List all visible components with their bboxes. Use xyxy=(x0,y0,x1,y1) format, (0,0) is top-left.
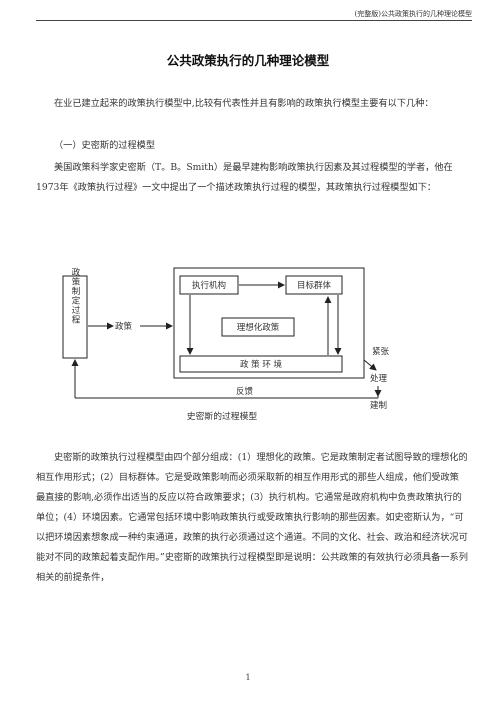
idealized-policy-label: 理想化政策 xyxy=(237,322,280,333)
arrow-system-to-tension xyxy=(363,359,377,371)
policy-label: 政策 xyxy=(115,321,133,332)
smith-process-diagram: 政策制定过程 政策 执行机构 目标群体 理想化政策 政 策 环 境 紧张 处理 … xyxy=(62,267,390,422)
tension-label: 紧张 xyxy=(372,347,390,357)
establish-label: 建制 xyxy=(370,400,387,411)
intro-paragraph: 在业已建立起来的政策执行模型中,比较有代表性并且有影响的政策执行模型主要有以下几… xyxy=(54,98,434,109)
target-group-box xyxy=(285,275,343,295)
page-number: 1 xyxy=(245,673,251,682)
environment-label: 政 策 环 境 xyxy=(240,359,283,370)
environment-box xyxy=(179,355,343,373)
policy-making-box xyxy=(62,275,88,359)
target-group-label: 目标群体 xyxy=(297,280,332,291)
header-divider xyxy=(36,20,472,21)
body-paragraph: 史密斯的政策执行过程模型由四个部分组成：(1）理想化的政策。它是政策制定者试图导… xyxy=(36,452,468,583)
policy-making-label: 政策制定过程 xyxy=(70,267,80,325)
feedback-label: 反馈 xyxy=(236,386,254,397)
exec-org-box xyxy=(179,275,239,295)
diagram-caption: 史密斯的过程模型 xyxy=(187,410,258,422)
section-paragraph: 美国政策科学家史密斯（T。B。Smith）是最早建构影响政策执行因素及其过程模型… xyxy=(36,162,453,193)
handling-label: 处理 xyxy=(370,373,388,384)
page-title: 公共政策执行的几种理论模型 xyxy=(166,53,330,68)
exec-org-label: 执行机构 xyxy=(192,280,226,291)
section-heading: （一）史密斯的过程模型 xyxy=(54,140,156,151)
system-outer-box xyxy=(173,267,365,379)
idealized-policy-box xyxy=(221,317,295,337)
page-header: (完整版)公共政策执行的几种理论模型 xyxy=(354,10,472,18)
